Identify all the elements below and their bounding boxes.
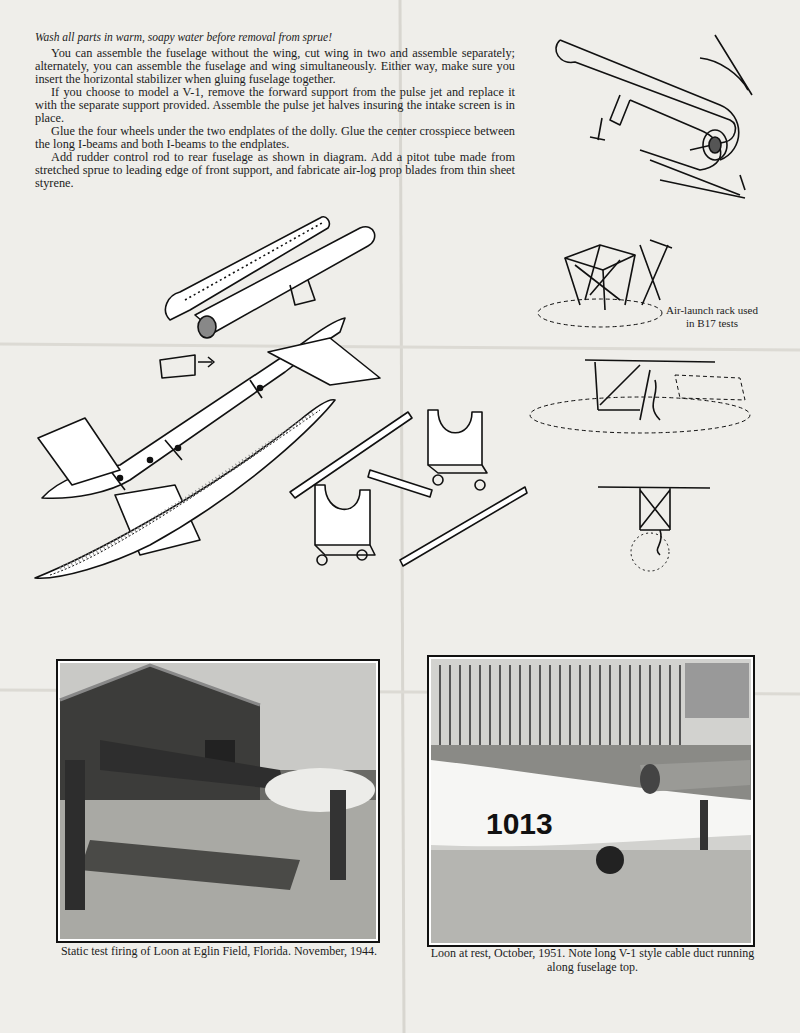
photo-caption: Static test firing of Loon at Eglin Fiel…	[60, 944, 378, 958]
title-note: Wash all parts in warm, soapy water befo…	[35, 30, 535, 44]
rack-caption: Air-launch rack used in B17 tests	[664, 304, 760, 330]
photo-caption: Loon at rest, October, 1951. Note long V…	[430, 946, 755, 974]
instruction-paragraph: You can assemble the fuselage without th…	[35, 47, 515, 86]
instruction-paragraph: Glue the four wheels under the two endpl…	[35, 125, 515, 151]
instruction-block: You can assemble the fuselage without th…	[35, 47, 515, 190]
photo-number: 1013	[486, 808, 553, 840]
instruction-paragraph: Add rudder control rod to rear fuselage …	[35, 151, 515, 190]
instruction-paragraph: If you choose to model a V-1, remove the…	[35, 86, 515, 125]
